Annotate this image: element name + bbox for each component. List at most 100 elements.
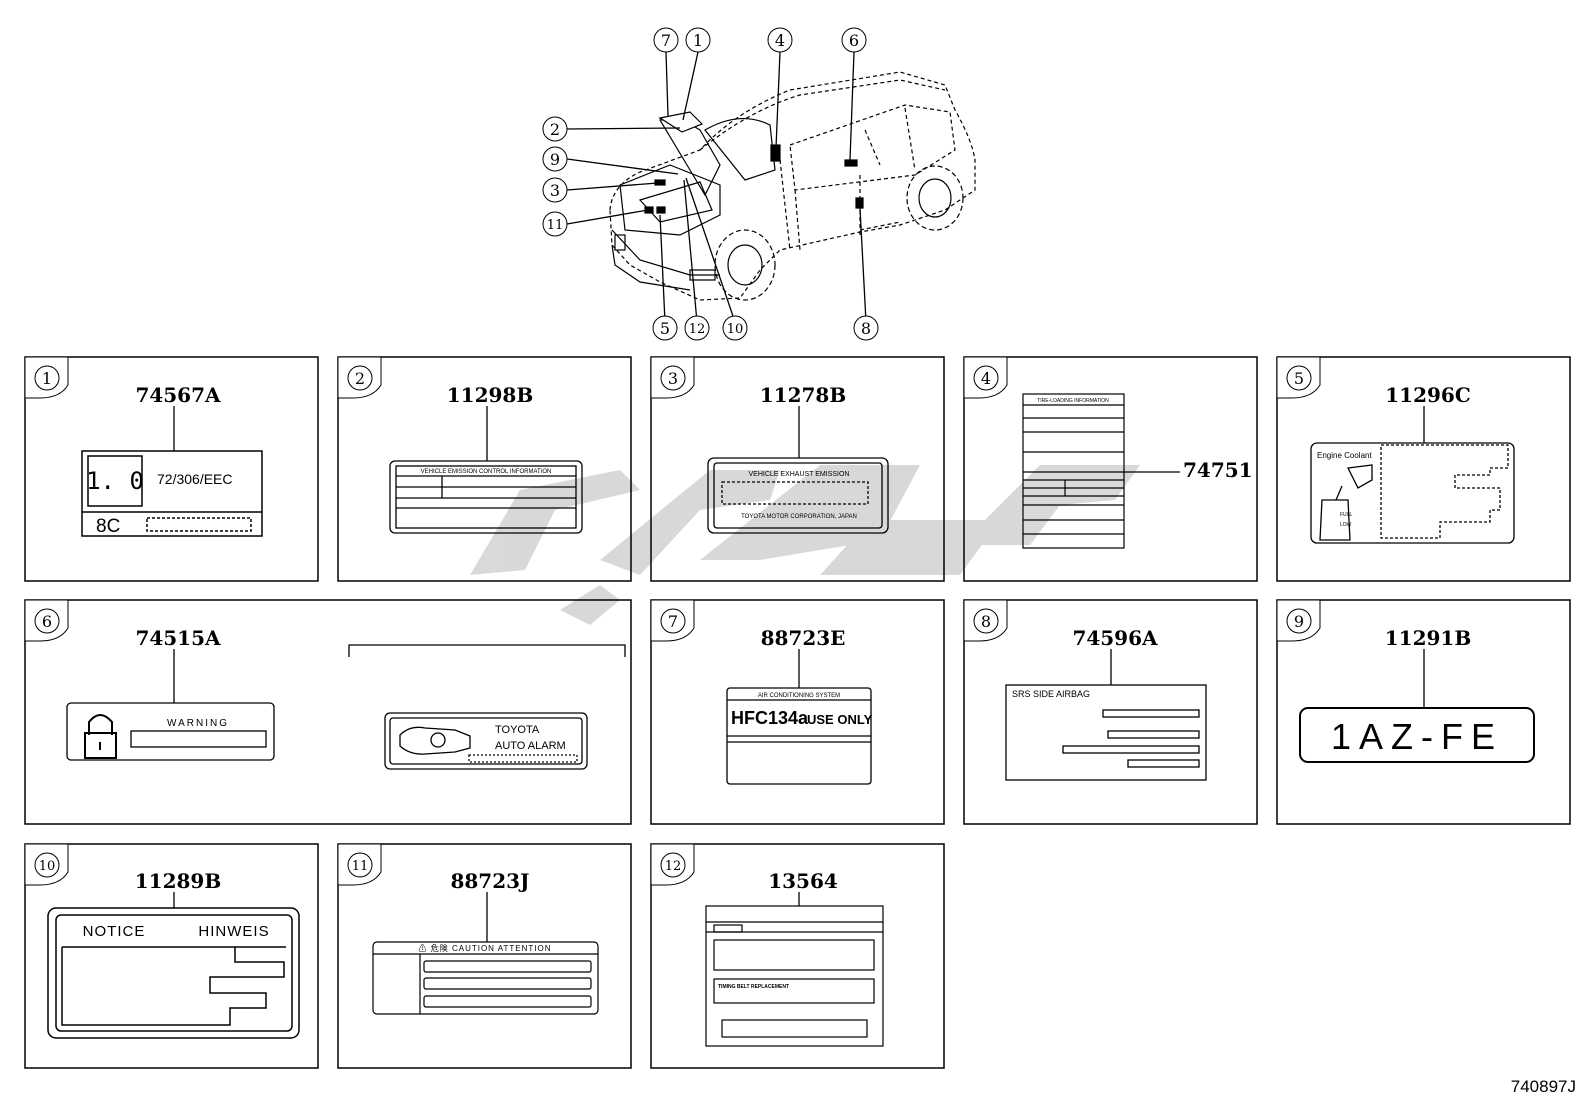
label-7-header: AIR CONDITIONING SYSTEM [758, 693, 840, 699]
callout-10: 10 [722, 315, 748, 341]
svg-text:8: 8 [861, 319, 871, 338]
callout-7: 7 [653, 27, 679, 53]
svg-text:6: 6 [42, 612, 52, 631]
vehicle-illustration [609, 71, 976, 301]
callout-12: 12 [684, 315, 710, 341]
svg-text:1: 1 [693, 31, 703, 50]
callout-3: 3 [542, 177, 568, 203]
label-6 [66, 644, 626, 770]
panel-badge-1: 1 [24, 356, 69, 399]
svg-text:12: 12 [665, 859, 682, 874]
label-1-right: 72/306/EEC [157, 471, 233, 487]
svg-text:2: 2 [355, 369, 365, 388]
label-6-line2: AUTO ALARM [495, 740, 566, 752]
part-number-5: 11296C [1385, 383, 1471, 407]
label-1 [81, 450, 263, 537]
label-3-top: VEHICLE EXHAUST EMISSION [748, 471, 849, 478]
label-5-low: LOW [1340, 522, 1352, 528]
part-number-9: 11291B [1385, 626, 1471, 650]
label-10-right: HINWEIS [198, 923, 269, 940]
svg-text:3: 3 [550, 181, 560, 200]
part-numbers: 74567A 11298B 11278B 74751 11296C 74515A… [135, 383, 1471, 893]
svg-text:11: 11 [352, 859, 369, 874]
svg-text:2: 2 [550, 120, 560, 139]
label-6-line1: TOYOTA [495, 724, 540, 736]
label-11-header: ⚠ 危険 CAUTION ATTENTION [419, 943, 552, 953]
callout-9: 9 [542, 146, 568, 172]
panel-badge-3: 3 [650, 356, 695, 399]
svg-text:11: 11 [547, 218, 564, 233]
panel-badge-6: 6 [24, 599, 69, 642]
label-8 [1005, 684, 1207, 781]
panel-badge-2: 2 [337, 356, 382, 399]
label-7-refrigerant: HFC134a [731, 708, 809, 728]
overview-callouts: 7 1 4 6 2 9 3 11 5 12 10 8 [542, 27, 879, 341]
panel-frames [24, 356, 1571, 1069]
callout-11: 11 [542, 211, 568, 237]
part-number-11: 88723J [450, 869, 529, 893]
part-number-7: 88723E [761, 626, 846, 650]
label-1-bottom: 8C [96, 516, 120, 537]
label-4 [1022, 393, 1125, 549]
svg-text:7: 7 [661, 31, 671, 50]
svg-text:1: 1 [42, 369, 52, 388]
svg-text:9: 9 [1294, 612, 1304, 631]
part-number-4: 74751 [1183, 458, 1253, 482]
label-1-left: 1. 0 [86, 467, 144, 495]
watermark-logo [470, 465, 1140, 625]
svg-text:10: 10 [727, 322, 744, 337]
diagram-code: 740897J [1511, 1077, 1576, 1096]
callout-5: 5 [652, 315, 678, 341]
label-10-left: NOTICE [83, 923, 146, 940]
svg-text:12: 12 [689, 322, 706, 337]
part-number-1: 74567A [135, 383, 221, 407]
svg-text:7: 7 [668, 612, 678, 631]
panel-badge-5: 5 [1276, 356, 1321, 399]
svg-text:4: 4 [981, 369, 991, 388]
label-7-use-only: USE ONLY [807, 712, 873, 727]
label-2 [389, 460, 583, 534]
callout-4: 4 [767, 27, 793, 53]
callout-6: 6 [841, 27, 867, 53]
label-9-engine: 1AZ-FE [1331, 716, 1503, 757]
label-4-header: TIRE-LOADING INFORMATION [1037, 398, 1109, 404]
svg-text:5: 5 [1294, 369, 1304, 388]
callout-8: 8 [853, 315, 879, 341]
part-leaders [173, 406, 1425, 942]
svg-text:3: 3 [668, 369, 678, 388]
label-8-header: SRS SIDE AIRBAG [1012, 689, 1090, 699]
part-number-6: 74515A [135, 626, 221, 650]
label-5-header: Engine Coolant [1317, 451, 1372, 460]
part-number-10: 11289B [135, 869, 221, 893]
svg-text:8: 8 [981, 612, 991, 631]
label-10 [47, 907, 300, 1039]
callout-leaders [566, 51, 867, 323]
part-number-8: 74596A [1072, 626, 1158, 650]
part-number-3: 11278B [760, 383, 846, 407]
label-12 [705, 905, 884, 1047]
svg-text:5: 5 [660, 319, 670, 338]
label-12-belt: TIMING BELT REPLACEMENT [718, 984, 789, 990]
svg-text:9: 9 [550, 150, 560, 169]
part-number-12: 13564 [768, 869, 838, 893]
svg-text:10: 10 [39, 859, 56, 874]
label-3 [707, 457, 889, 534]
label-2-header: VEHICLE EMISSION CONTROL INFORMATION [421, 469, 552, 475]
panel-badge-10: 10 [24, 843, 69, 886]
callout-1: 1 [685, 27, 711, 53]
panel-badge-12: 12 [650, 843, 695, 886]
callout-2: 2 [542, 116, 568, 142]
panel-badge-9: 9 [1276, 599, 1321, 642]
label-3-bottom: TOYOTA MOTOR CORPORATION, JAPAN [741, 514, 857, 520]
panel-number-badges: 1 2 3 4 5 6 7 8 9 10 11 12 [24, 356, 1321, 886]
label-5 [1310, 442, 1515, 544]
panel-badge-7: 7 [650, 599, 695, 642]
svg-text:4: 4 [775, 31, 785, 50]
label-11 [372, 941, 599, 1015]
label-9 [1299, 707, 1535, 763]
panel-badge-4: 4 [963, 356, 1008, 399]
part-number-2: 11298B [447, 383, 533, 407]
panel-badge-8: 8 [963, 599, 1008, 642]
label-6-warning: WARNING [167, 718, 229, 729]
